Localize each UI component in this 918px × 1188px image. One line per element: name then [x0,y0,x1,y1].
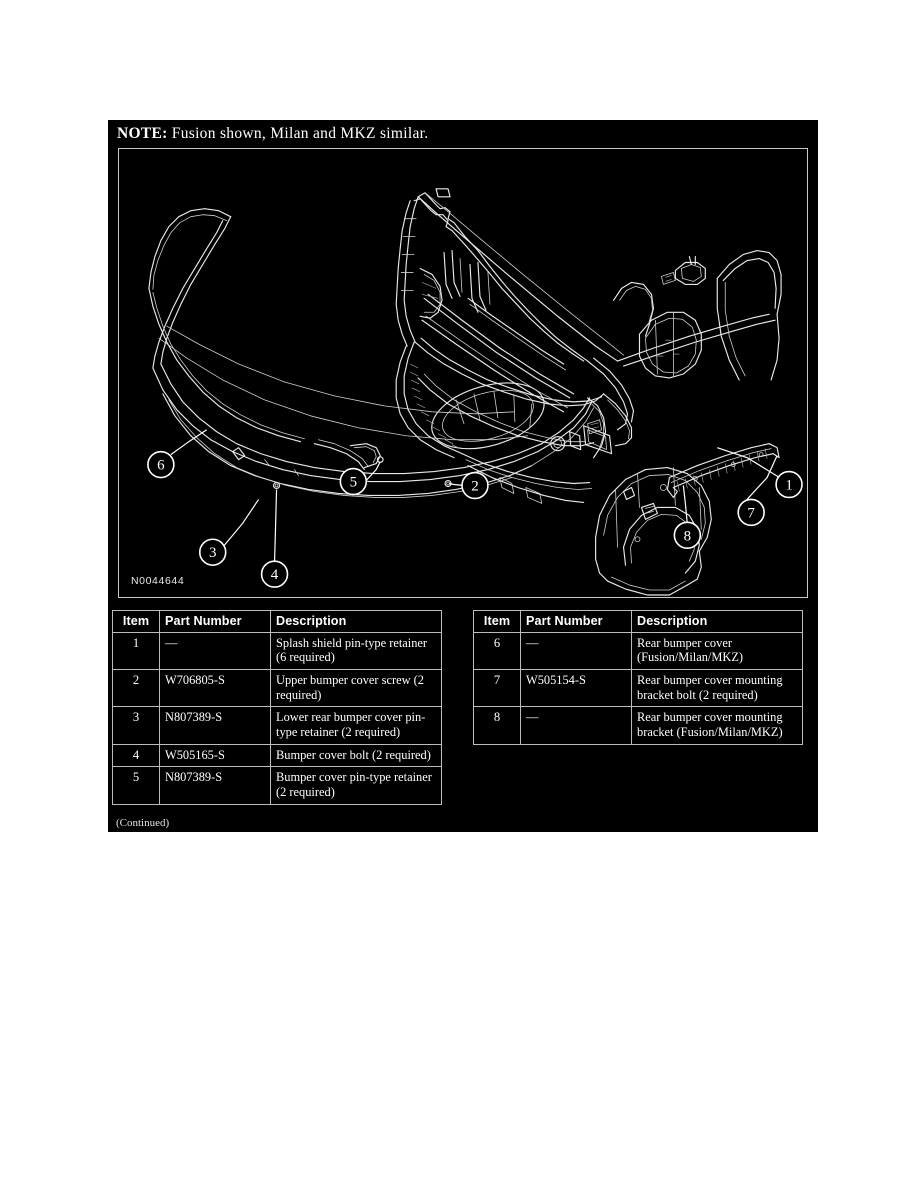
callout-3: 3 [198,538,227,566]
figure-id-label: N0044644 [131,575,185,587]
cell-description: Bumper cover bolt (2 required) [270,743,442,768]
cell-description: Upper bumper cover screw (2 required) [270,669,442,708]
callout-4: 4 [260,560,289,588]
cell-item: 3 [112,706,160,745]
table-header-row: Item Part Number Description [112,610,442,633]
cell-part-number: W505165-S [159,743,271,768]
table-row: 2 W706805-S Upper bumper cover screw (2 … [112,669,442,708]
cell-description: Rear bumper cover mounting bracket (Fusi… [631,706,803,745]
cell-part-number: N807389-S [159,706,271,745]
rear-body-structure-artwork [395,188,782,504]
callout-1-label: 1 [785,478,792,494]
table-row: 1 — Splash shield pin-type retainer (6 r… [112,631,442,671]
table-row: 7 W505154-S Rear bumper cover mounting b… [473,669,803,708]
cell-part-number: — [159,631,271,671]
column-header-item: Item [112,610,160,633]
callout-leader-lines [170,429,782,563]
table-row: 4 W505165-S Bumper cover bolt (2 require… [112,743,442,768]
table-row: 8 — Rear bumper cover mounting bracket (… [473,706,803,745]
cell-part-number: — [520,631,632,671]
callout-1: 1 [775,470,803,499]
cell-part-number: N807389-S [159,766,271,805]
callout-8: 8 [673,521,702,550]
callout-6-label: 6 [157,458,165,474]
table-row: 6 — Rear bumper cover (Fusion/Milan/MKZ) [473,631,803,671]
callout-5-label: 5 [350,475,357,491]
cell-part-number: W505154-S [520,669,632,708]
column-header-part-number: Part Number [159,610,271,633]
cell-item: 4 [112,743,160,768]
note-text: Fusion shown, Milan and MKZ similar. [167,125,429,142]
rear-bumper-cover-artwork [148,208,607,498]
callout-4-label: 4 [271,567,279,583]
cell-description: Rear bumper cover (Fusion/Milan/MKZ) [631,631,803,671]
illustration-frame: 1 2 3 4 5 6 7 [118,148,808,598]
callout-8-label: 8 [684,528,691,544]
continued-note: (Continued) [116,817,170,829]
cell-description: Splash shield pin-type retainer (6 requi… [270,631,442,671]
cell-part-number: — [520,706,632,745]
callout-7: 7 [737,498,765,527]
cell-part-number: W706805-S [159,669,271,708]
column-header-part-number: Part Number [520,610,632,633]
rear-bumper-assembly-illustration: 1 2 3 4 5 6 7 [147,188,803,596]
document-panel: NOTE: Fusion shown, Milan and MKZ simila… [108,120,818,832]
table-row: 3 N807389-S Lower rear bumper cover pin-… [112,706,442,745]
cell-item: 8 [473,706,521,745]
parts-table-left: Item Part Number Description 1 — Splash … [112,610,442,805]
callout-7-label: 7 [747,505,755,521]
callout-3-label: 3 [209,545,216,561]
cell-item: 2 [112,669,160,708]
column-header-item: Item [473,610,521,633]
splash-shield-artwork [587,255,712,596]
bumper-mounting-bracket-artwork [666,443,780,499]
cell-item: 7 [473,669,521,708]
callout-2-label: 2 [471,478,478,494]
column-header-description: Description [270,610,442,633]
cell-item: 6 [473,631,521,671]
cell-description: Rear bumper cover mounting bracket bolt … [631,669,803,708]
cell-item: 1 [112,631,160,671]
callout-2: 2 [461,471,489,500]
column-header-description: Description [631,610,803,633]
cell-item: 5 [112,766,160,805]
note-label: NOTE: [117,125,168,142]
cell-description: Lower rear bumper cover pin-type retaine… [270,706,442,745]
cell-description: Bumper cover pin-type retainer (2 requir… [270,766,442,805]
table-header-row: Item Part Number Description [473,610,803,633]
table-row: 5 N807389-S Bumper cover pin-type retain… [112,766,442,805]
note-line: NOTE: Fusion shown, Milan and MKZ simila… [117,125,428,143]
parts-table-right: Item Part Number Description 6 — Rear bu… [473,610,803,745]
callout-6: 6 [147,450,175,479]
callout-5: 5 [339,467,368,496]
